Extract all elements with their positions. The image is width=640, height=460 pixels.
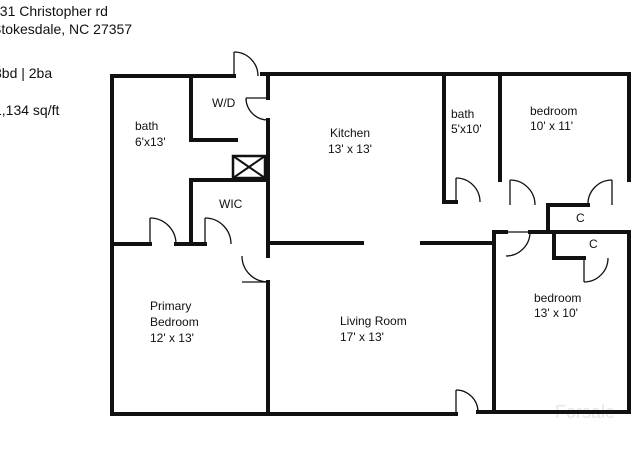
- address-line2: Stokesdale, NC 27357: [0, 21, 133, 37]
- bedroom-top-name: bedroom: [530, 104, 577, 118]
- bath-right-name: bath: [451, 107, 474, 121]
- bath-right-size: 5'x10': [451, 122, 482, 136]
- closet-bottom-name: C: [589, 237, 598, 251]
- primary-name2: Bedroom: [150, 315, 199, 329]
- closet-top-name: C: [576, 211, 585, 225]
- wic-name: WIC: [219, 197, 243, 211]
- wd-name: W/D: [212, 96, 236, 110]
- kitchen-name: Kitchen: [330, 126, 370, 140]
- square-footage: 1,134 sq/ft: [0, 102, 60, 118]
- bath-left-size: 6'x13': [135, 135, 166, 149]
- living-name: Living Room: [340, 314, 407, 328]
- living-size: 17' x 13': [340, 330, 384, 344]
- interior-walls: [110, 72, 631, 416]
- bath-left-name: bath: [135, 119, 158, 133]
- address-line1: 231 Christopher rd: [0, 3, 108, 19]
- primary-name: Primary: [150, 299, 191, 313]
- primary-size: 12' x 13': [150, 331, 194, 345]
- bedroom-top-size: 10' x 11': [530, 119, 573, 133]
- bed-bath-count: 3bd | 2ba: [0, 65, 53, 81]
- doors: [149, 51, 613, 414]
- room-labels: bath 6'x13' W/D WIC Kitchen 13' x 13' ba…: [135, 96, 598, 345]
- bedroom-bottom-name: bedroom: [534, 291, 581, 305]
- bedroom-bottom-size: 13' x 10': [534, 306, 578, 320]
- kitchen-size: 13' x 13': [328, 142, 372, 156]
- utility-chase: [231, 154, 267, 180]
